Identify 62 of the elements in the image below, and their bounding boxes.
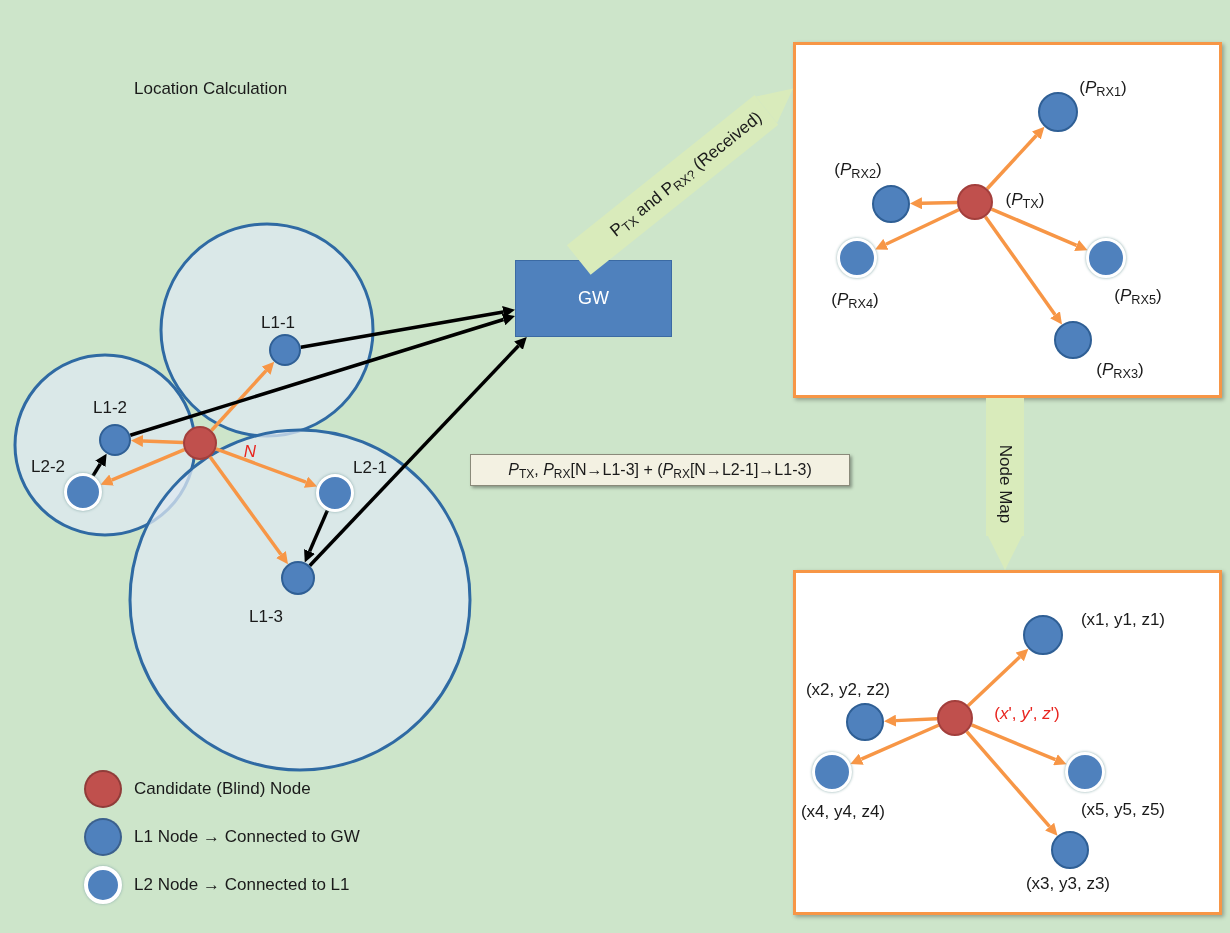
sensor-node <box>1054 321 1092 359</box>
node-label: (P$_{RX1}$) <box>1079 77 1127 99</box>
sensor-node <box>1086 238 1126 278</box>
arrow <box>100 447 185 486</box>
node-label: (x5, y5, z5) <box>1080 799 1166 821</box>
node-label: (x', y', z') <box>994 703 1060 725</box>
sensor-node <box>872 185 910 223</box>
node-label: (x4, y4, z4) <box>800 801 886 823</box>
node-label: (P$_{RX2}$) <box>834 159 882 181</box>
node-label: (x1, y1, z1) <box>1080 609 1166 631</box>
arrow <box>985 126 1045 190</box>
node-label: L1-3 <box>249 606 283 628</box>
message-box: P$_{TX}$, P$_{RX}$[N→L1-3] + (P$_{RX}$[N→L2-1]→L1-3) <box>470 454 850 486</box>
diagram-title: Location Calculation <box>134 78 288 100</box>
node-label: (x2, y2, z2) <box>805 679 891 701</box>
node-label: (P$_{RX5}$) <box>1114 285 1162 307</box>
arrow <box>308 337 527 567</box>
arrow <box>966 648 1029 707</box>
node-label: (x3, y3, z3) <box>1025 873 1111 895</box>
arrow <box>215 447 318 488</box>
legend-text: L2 Node → Connected to L1 <box>134 874 350 897</box>
legend-text: Candidate (Blind) Node <box>134 778 311 801</box>
gateway-box <box>515 260 672 337</box>
block-arrow <box>986 398 1024 570</box>
sensor-node <box>957 184 993 220</box>
arrow <box>300 306 515 349</box>
node-label: L1-1 <box>261 312 295 334</box>
node-label: L1-2 <box>93 397 127 419</box>
node-label: L2-1 <box>353 457 387 479</box>
block-arrow <box>566 88 793 275</box>
edge-label: Node Map <box>996 444 1014 524</box>
node-label: (P$_{RX4}$) <box>831 289 879 311</box>
arrow <box>129 313 515 437</box>
sensor-node <box>1065 752 1105 792</box>
node-label: (P$_{TX}$) <box>1005 189 1045 211</box>
arrow <box>990 207 1088 251</box>
node-label: (P$_{RX3}$) <box>1096 359 1144 381</box>
arrow <box>884 714 938 727</box>
sensor-node <box>937 700 973 736</box>
arrow <box>131 435 184 447</box>
sensor-node <box>1051 831 1089 869</box>
sensor-node <box>1038 92 1078 132</box>
sensor-node <box>846 703 884 741</box>
arrow <box>304 509 330 563</box>
arrow <box>208 455 288 565</box>
arrow <box>850 723 940 765</box>
arrow <box>965 730 1058 836</box>
arrow <box>210 361 275 432</box>
arrow <box>984 215 1062 325</box>
node-label: L2-2 <box>31 456 65 478</box>
map-panel <box>793 570 1222 915</box>
legend-text: L1 Node → Connected to GW <box>134 826 360 849</box>
arrow <box>910 197 958 210</box>
arrow <box>970 723 1067 766</box>
node-label: N <box>243 441 257 463</box>
gateway-label: GW <box>578 287 609 310</box>
arrow <box>875 208 960 250</box>
sensor-node <box>837 238 877 278</box>
arrow <box>91 453 107 477</box>
map-panel <box>793 42 1222 398</box>
sensor-node <box>1023 615 1063 655</box>
sensor-node <box>812 752 852 792</box>
